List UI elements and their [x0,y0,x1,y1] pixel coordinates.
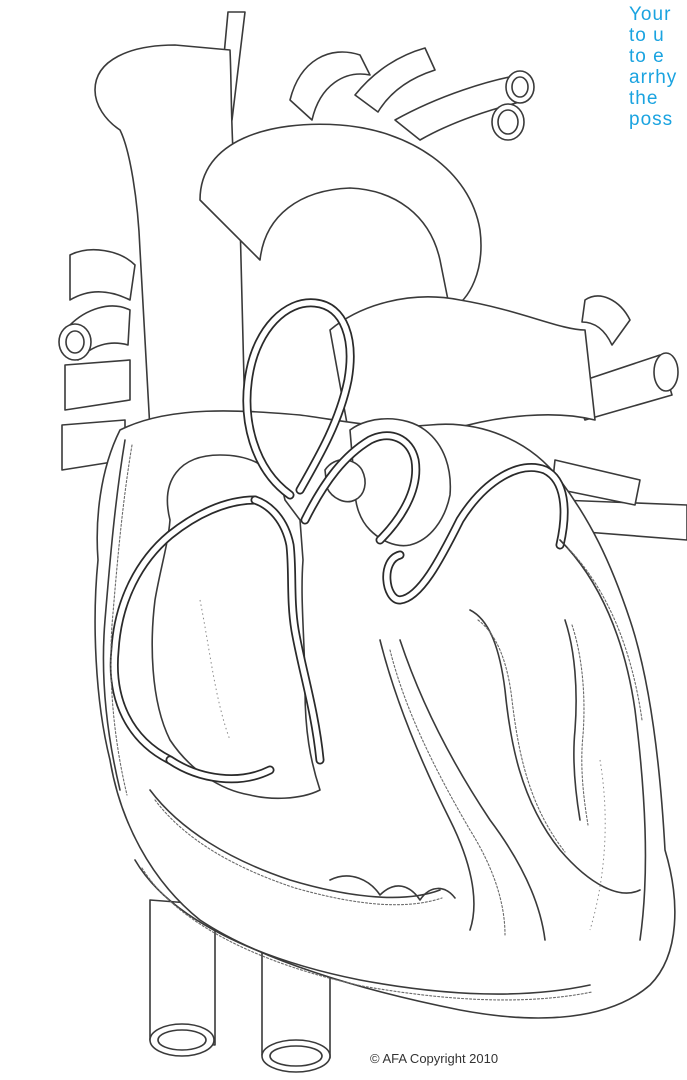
copyright-notice: © AFA Copyright 2010 [370,1051,498,1066]
caption-line: Your [629,4,677,25]
caption-line: the [629,88,677,109]
caption-text: Your to u to e arrhy the poss [629,4,677,130]
caption-line: arrhy [629,67,677,88]
caption-line: to e [629,46,677,67]
arch-branch-arteries [218,12,534,140]
caption-line: poss [629,109,677,130]
caption-line: to u [629,25,677,46]
